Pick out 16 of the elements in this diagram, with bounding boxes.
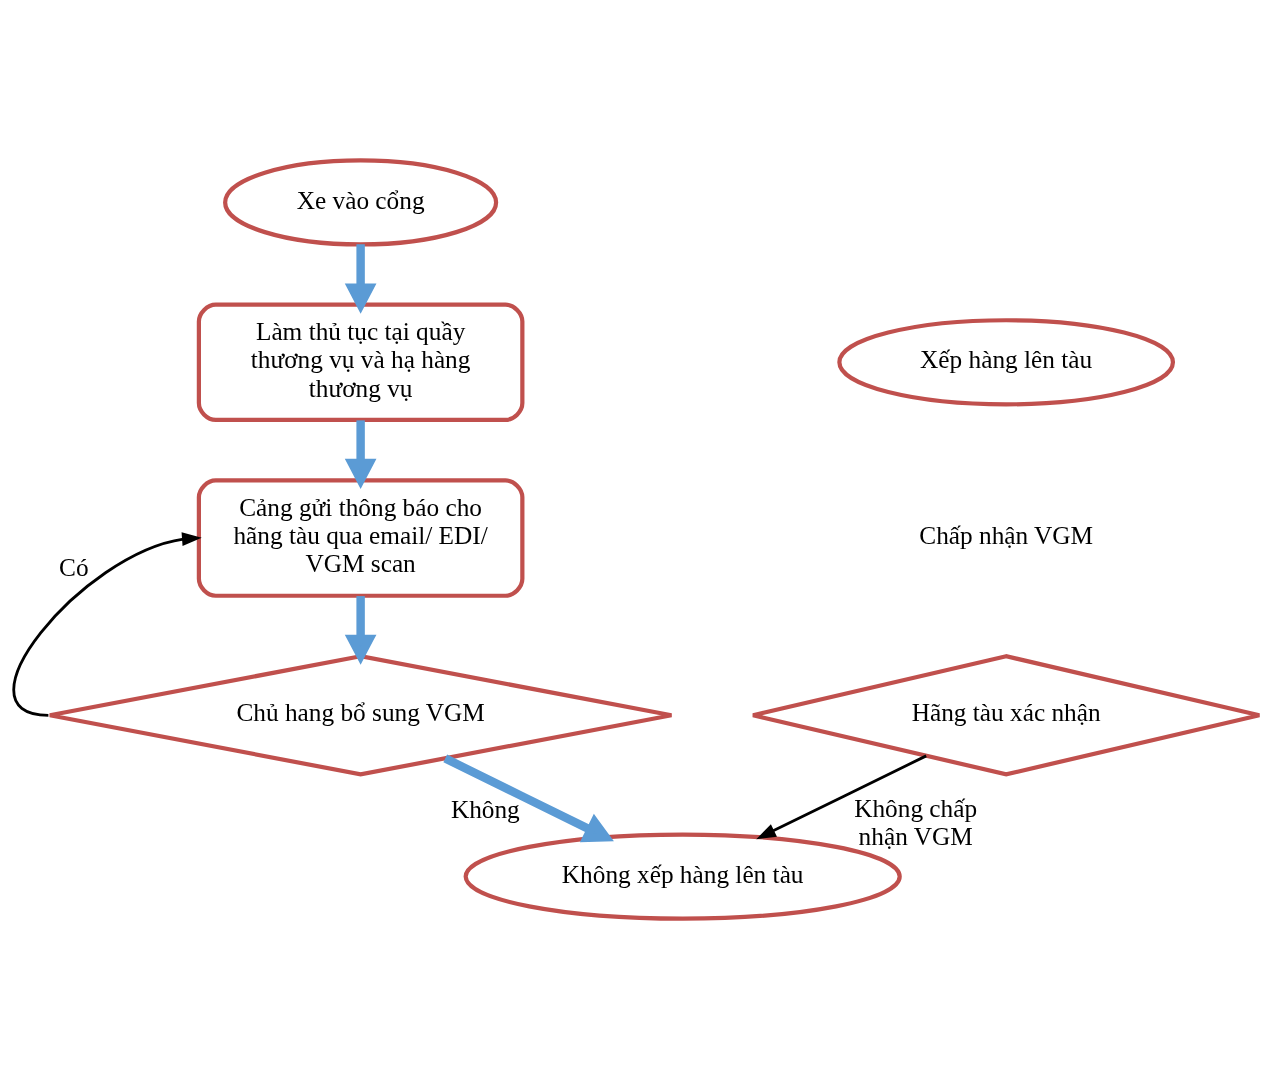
- arrow: [443, 754, 614, 843]
- arrow: [344, 596, 377, 665]
- node-ellipse: Xếp hàng lên tàu: [837, 318, 1176, 407]
- arrow: [12, 532, 202, 717]
- node-box: Cảng gửi thông báo cho hãng tàu qua email/ EDI/ VGM scan: [196, 478, 525, 598]
- node-diamond: Hãng tàu xác nhận: [750, 654, 1262, 777]
- node-ellipse: Xe vào cổng: [223, 158, 499, 247]
- label: Chấp nhận VGM: [919, 521, 1094, 550]
- edge-label: Không chấp nhận VGM: [854, 793, 978, 850]
- arrow: [344, 244, 377, 314]
- edge-label: Không: [450, 795, 520, 824]
- node-box: Làm thủ tục tại quầy thương vụ và hạ hàng thương vụ: [196, 302, 525, 423]
- arrow: [344, 420, 377, 489]
- edge-label: Có: [59, 553, 89, 582]
- node-diamond: Chủ hang bổ sung VGM: [47, 654, 674, 777]
- arrow: [756, 754, 927, 840]
